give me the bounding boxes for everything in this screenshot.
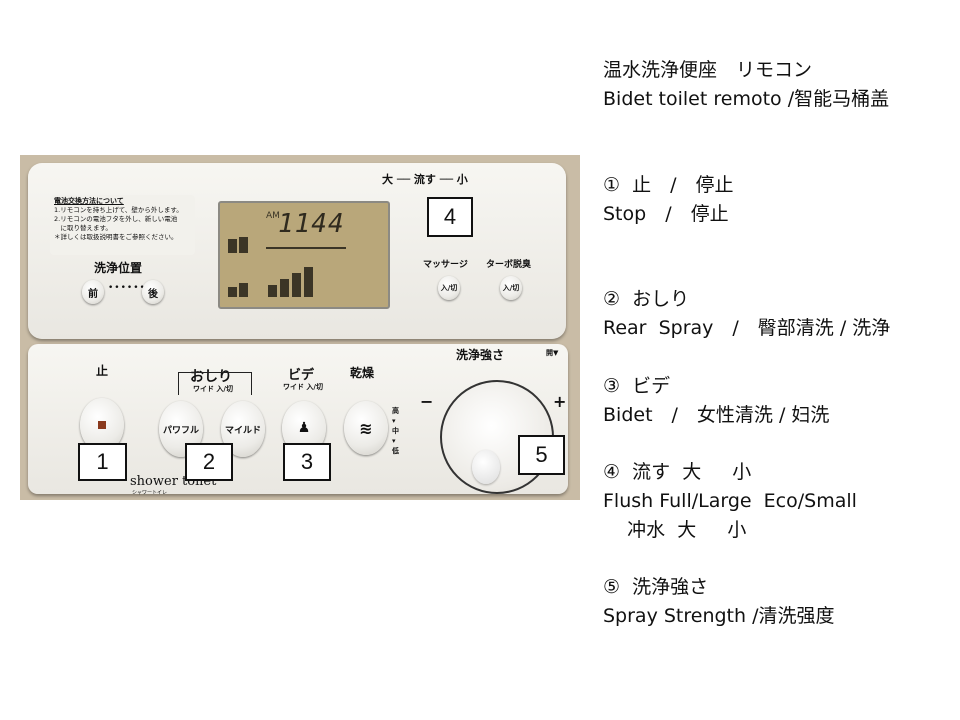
note-line: Flush Full/Large Eco/Small: [603, 490, 857, 512]
lcd-time: 1144: [278, 209, 345, 239]
strength-label: 洗浄強さ: [456, 348, 505, 362]
notice-title: 電池交換方法について: [54, 197, 124, 205]
lcd-am: AM: [266, 211, 280, 221]
dial-knob[interactable]: [472, 450, 500, 484]
stop-label: 止: [96, 364, 109, 378]
stop-icon: [98, 421, 106, 429]
massage-button[interactable]: 入/切: [438, 276, 460, 300]
note-item-2: ② おしり Rear Spray / 臀部清洗 / 洗浄: [603, 285, 890, 343]
lcd-bar: [292, 273, 301, 297]
open-label: 開▼: [546, 349, 559, 357]
dry-levels: 高▾中▾低: [392, 407, 399, 455]
oshiri-label: おしり: [190, 369, 232, 385]
lcd-bar: [228, 287, 237, 297]
notice-line: 1.リモコンを持ち上げて、壁から外します。: [54, 206, 183, 214]
battery-notice: 電池交換方法について 1.リモコンを持ち上げて、壁から外します。 2.リモコンの…: [50, 195, 195, 255]
bidet-label: ビデ: [288, 368, 315, 383]
note-heading: ① 止 / 停止: [603, 174, 734, 196]
callout-2: 2: [185, 443, 233, 481]
dry-button[interactable]: ≋: [344, 401, 388, 455]
deodorize-button[interactable]: 入/切: [500, 276, 522, 300]
note-item-4: ④ 流す 大 小 Flush Full/Large Eco/Small 冲水 大 …: [603, 458, 857, 545]
lcd-bar: [268, 285, 277, 297]
back-button[interactable]: 後: [142, 280, 164, 304]
note-heading: ② おしり: [603, 288, 690, 310]
note-item-5: ⑤ 洗浄強さ Spray Strength /清洗强度: [603, 573, 835, 631]
notes-title: 温水洗浄便座 リモコン Bidet toilet remoto /智能马桶盖: [603, 56, 889, 114]
lcd-bar: [280, 279, 289, 297]
minus-sign: −: [420, 392, 434, 411]
dry-wind-icon: ≋: [359, 418, 373, 438]
note-line: Rear Spray / 臀部清洗 / 洗浄: [603, 317, 891, 339]
oshiri-sub: ワイド 入/切: [193, 385, 233, 393]
lcd-display: AM 1144: [218, 201, 390, 309]
deodorize-label: ターボ脱臭: [486, 260, 532, 270]
note-line: Bidet / 女性清洗 / 妇洗: [603, 404, 830, 426]
notice-line: 2.リモコンの電池フタを外し、新しい電池: [54, 215, 178, 223]
remote-photo: 電池交換方法について 1.リモコンを持ち上げて、壁から外します。 2.リモコンの…: [20, 155, 580, 500]
flush-label: 大 ── 流す ── 小: [382, 173, 468, 186]
lcd-bar: [239, 237, 248, 253]
note-heading: ④ 流す 大 小: [603, 461, 752, 483]
brand-kana: シャワートイレ: [132, 490, 168, 496]
bidet-sub: ワイド 入/切: [283, 383, 323, 391]
note-line: 冲水 大 小: [603, 519, 747, 541]
oshiri-bracket: [178, 372, 252, 395]
callout-3: 3: [283, 443, 331, 481]
note-line: Spray Strength /清洗强度: [603, 605, 835, 627]
dry-label: 乾燥: [350, 366, 375, 380]
plus-sign: +: [553, 392, 567, 411]
lcd-bar: [304, 267, 313, 297]
callout-5: 5: [518, 435, 565, 475]
strength-dial[interactable]: [440, 380, 554, 494]
note-heading: ⑤ 洗浄強さ: [603, 576, 709, 598]
position-label: 洗浄位置: [94, 261, 143, 275]
note-line: Stop / 停止: [603, 203, 729, 225]
notice-line: に取り替えます。: [54, 224, 112, 232]
note-heading: ③ ビデ: [603, 375, 671, 397]
title-en: Bidet toilet remoto /智能马桶盖: [603, 88, 890, 110]
note-item-3: ③ ビデ Bidet / 女性清洗 / 妇洗: [603, 372, 829, 430]
bidet-person-icon: ♟: [297, 420, 311, 436]
position-dots: ••••••: [108, 283, 146, 293]
lcd-bar: [228, 239, 237, 253]
callout-1: 1: [78, 443, 127, 481]
lcd-divider: [266, 247, 346, 249]
callout-4: 4: [427, 197, 473, 237]
powerful-button[interactable]: パワフル: [159, 401, 203, 457]
notice-line: ＊詳しくは取扱説明書をご参照ください。: [54, 233, 178, 241]
title-jp: 温水洗浄便座 リモコン: [603, 59, 813, 81]
note-item-1: ① 止 / 停止 Stop / 停止: [603, 171, 734, 229]
front-button[interactable]: 前: [82, 280, 104, 304]
lcd-bar: [239, 283, 248, 297]
remote-upper-panel: 電池交換方法について 1.リモコンを持ち上げて、壁から外します。 2.リモコンの…: [28, 163, 566, 339]
massage-label: マッサージ: [423, 260, 468, 270]
